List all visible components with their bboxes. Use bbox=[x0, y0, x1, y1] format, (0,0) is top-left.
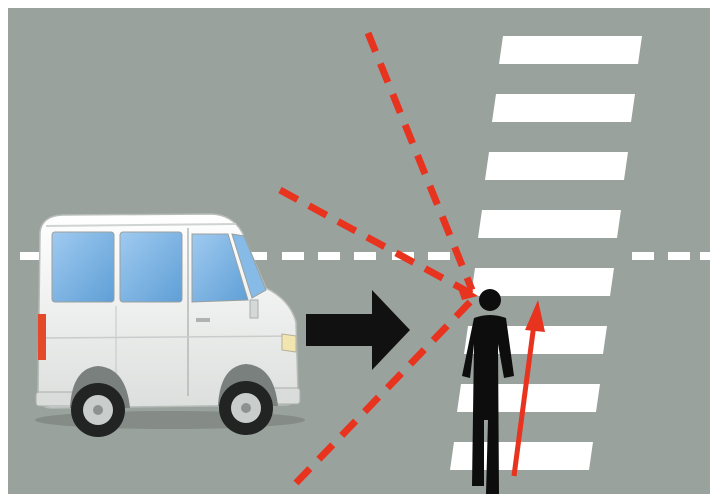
van-window-middle bbox=[120, 232, 182, 302]
crosswalk-stripe bbox=[485, 152, 628, 180]
van-front-wheel bbox=[219, 381, 273, 435]
crosswalk-stripe bbox=[450, 442, 593, 470]
van-tail-light bbox=[38, 314, 46, 360]
crosswalk-stripe bbox=[492, 94, 635, 122]
crosswalk-stripe bbox=[478, 210, 621, 238]
van-window-rear bbox=[52, 232, 114, 302]
van-rear-wheel bbox=[71, 383, 125, 437]
crosswalk-stripe bbox=[499, 36, 642, 64]
